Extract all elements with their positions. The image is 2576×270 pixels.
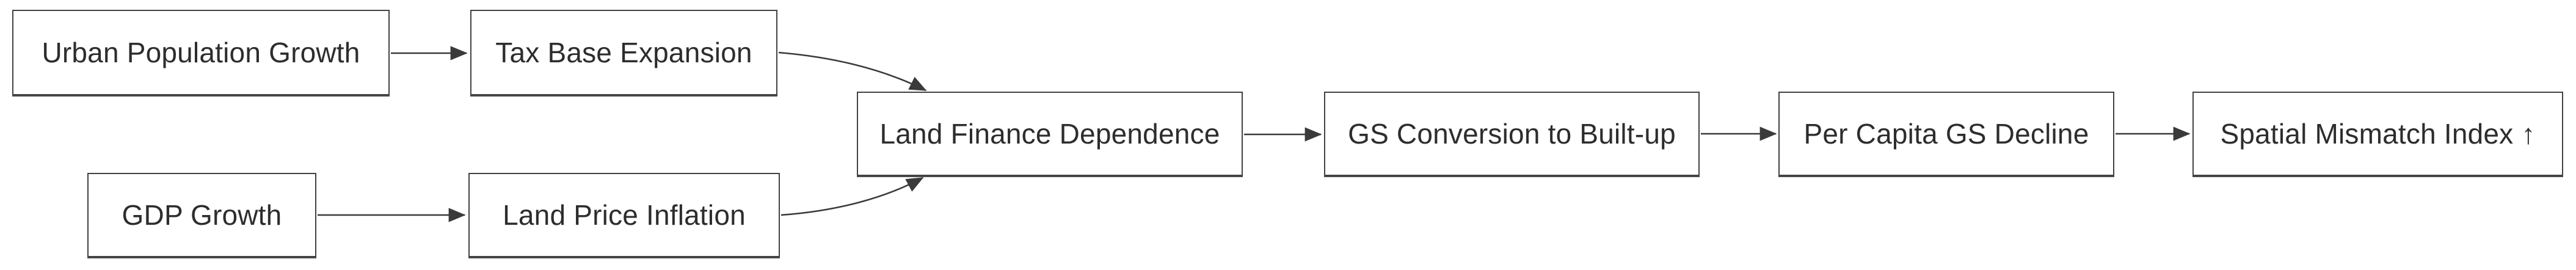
node-label: Spatial Mismatch Index ↑ [2220,117,2536,150]
node-land-finance-dependence: Land Finance Dependence [857,92,1243,176]
node-gs-conversion-to-built-up: GS Conversion to Built-up [1324,92,1700,176]
edge-tax-base-expansion-to-land-finance-dependence-arrow [778,51,927,92]
node-urban-population-growth: Urban Population Growth [12,10,390,95]
node-label: Land Price Inflation [503,199,746,231]
node-per-capita-gs-decline: Per Capita GS Decline [1778,92,2114,176]
node-tax-base-expansion: Tax Base Expansion [470,10,777,95]
node-label: Land Finance Dependence [879,117,1220,150]
node-label: Per Capita GS Decline [1803,117,2089,150]
edge-land-price-inflation-to-land-finance-dependence-arrow [780,177,924,216]
node-land-price-inflation: Land Price Inflation [468,173,780,257]
node-label: GS Conversion to Built-up [1348,117,1676,150]
node-spatial-mismatch-index: Spatial Mismatch Index ↑ [2192,92,2563,176]
node-label: GDP Growth [122,199,282,231]
node-gdp-growth: GDP Growth [87,173,316,257]
node-label: Urban Population Growth [42,36,360,68]
node-label: Tax Base Expansion [495,36,752,68]
